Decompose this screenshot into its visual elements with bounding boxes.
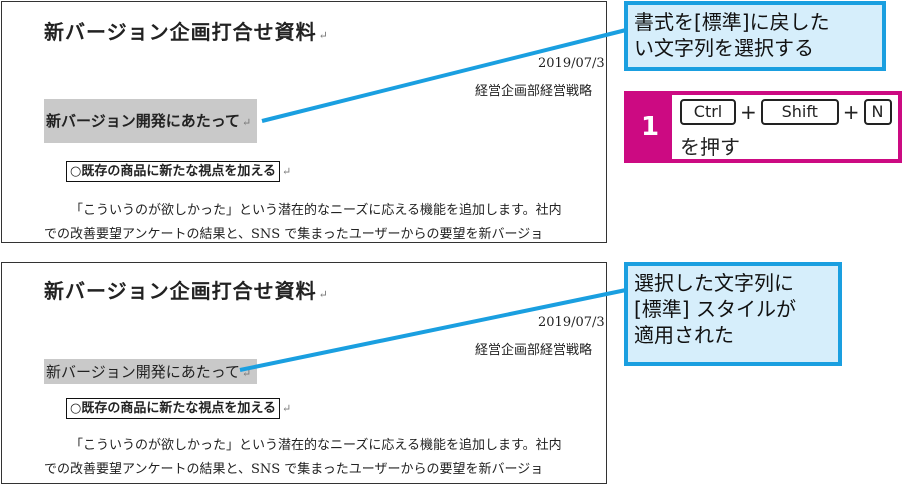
- document-title: 新バージョン企画打合せ資料↵: [44, 20, 329, 44]
- selected-heading[interactable]: 新バージョン開発にあたって↵: [44, 99, 258, 143]
- body-text-line-1: 「こういうのが欲しかった」という潜在的なニーズに応える機能を追加します。社内: [70, 203, 562, 218]
- document-date: 2019/07/3: [538, 315, 605, 330]
- document-title: 新バージョン企画打合せ資料↵: [44, 279, 329, 303]
- shortcut-keys: Ctrl + Shift + N: [680, 99, 892, 125]
- top-document-view: 新バージョン企画打合せ資料↵ 2019/07/3 経営企画部経営戦略 新バージョ…: [1, 1, 607, 243]
- paragraph-mark: ↵: [241, 367, 252, 380]
- body-text-line-2: での改善要望アンケートの結果と、SNS で集まったユーザーからの要望を新バージョ: [44, 227, 544, 242]
- normal-style-heading[interactable]: 新バージョン開発にあたって↵: [44, 359, 258, 384]
- paragraph-mark: ↵: [318, 288, 329, 301]
- n-key: N: [863, 99, 892, 125]
- boxed-subheading-row: ○既存の商品に新たな視点を加える↵: [66, 160, 292, 182]
- boxed-subheading-row: ○既存の商品に新たな視点を加える↵: [66, 397, 292, 419]
- boxed-subheading[interactable]: ○既存の商品に新たな視点を加える: [66, 161, 280, 182]
- paragraph-mark: ↵: [318, 29, 329, 42]
- callout-style-applied: 選択した文字列に [標準] スタイルが 適用された: [624, 262, 842, 366]
- step-instruction-text: を押す: [680, 135, 740, 159]
- callout-line: い文字列を選択する: [634, 36, 814, 60]
- callout-line: 適用された: [634, 323, 734, 347]
- shift-key: Shift: [760, 99, 839, 125]
- body-text-line-1: 「こういうのが欲しかった」という潜在的なニーズに応える機能を追加します。社内: [70, 438, 562, 453]
- body-text-line-2: での改善要望アンケートの結果と、SNS で集まったユーザーからの要望を新バージョ: [44, 462, 544, 477]
- document-department: 経営企画部経営戦略: [475, 84, 593, 99]
- paragraph-mark: ↵: [241, 116, 252, 129]
- paragraph-mark: ↵: [281, 402, 292, 415]
- document-date: 2019/07/3: [538, 56, 605, 71]
- callout-line: 選択した文字列に: [634, 271, 794, 295]
- plus-sign: +: [842, 100, 860, 124]
- plus-sign: +: [740, 100, 757, 124]
- document-department: 経営企画部経営戦略: [475, 343, 593, 358]
- step-instruction: 1 Ctrl + Shift + N を押す: [624, 91, 902, 163]
- callout-line: 書式を[標準]に戻した: [634, 10, 830, 34]
- callout-select-text: 書式を[標準]に戻した い文字列を選択する: [624, 1, 886, 71]
- callout-line: [標準] スタイルが: [634, 297, 796, 321]
- ctrl-key: Ctrl: [680, 99, 736, 125]
- boxed-subheading[interactable]: ○既存の商品に新たな視点を加える: [66, 398, 280, 419]
- step-number: 1: [628, 95, 672, 159]
- paragraph-mark: ↵: [281, 165, 292, 178]
- bottom-document-view: 新バージョン企画打合せ資料↵ 2019/07/3 経営企画部経営戦略 新バージョ…: [1, 262, 607, 484]
